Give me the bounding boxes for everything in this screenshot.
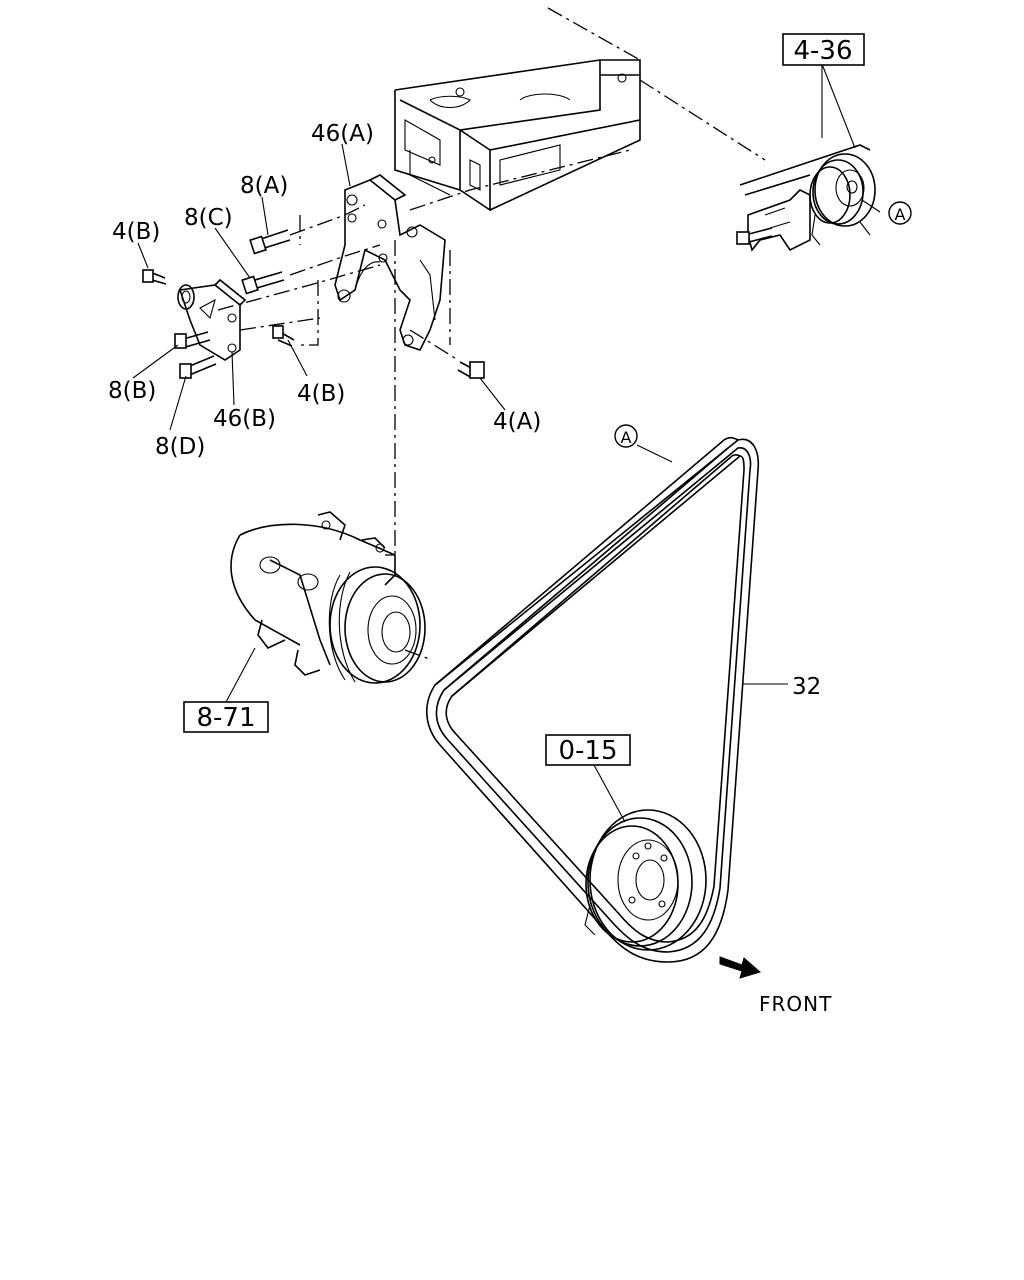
- front-direction-label: FRONT: [759, 992, 832, 1016]
- bolts-drawing: [142, 229, 485, 379]
- bracket-46b-drawing: [177, 278, 247, 361]
- engine-block-drawing: [394, 7, 641, 212]
- part-8d-label: 8(D): [155, 434, 205, 460]
- part-46b-label: 46(B): [213, 406, 276, 432]
- ref-0-15-label: 0-15: [558, 736, 617, 766]
- circle-a-lower-marker: [614, 424, 638, 448]
- circle-a-lower-label: A: [621, 428, 632, 447]
- part-8b-label: 8(B): [108, 378, 156, 404]
- assembly-lines-upper: [217, 79, 766, 556]
- front-arrow-icon: [719, 956, 762, 979]
- part-46a-label: 46(A): [311, 121, 374, 147]
- ref-4-36-label: 4-36: [793, 36, 852, 66]
- crank-pulley-drawing: [584, 809, 707, 951]
- part-32-label: 32: [792, 674, 821, 700]
- part-4b-lower-label: 4(B): [297, 381, 345, 407]
- belt-drawing: [404, 436, 760, 963]
- circle-a-upper-label: A: [895, 205, 906, 224]
- leader-lines: [132, 63, 881, 823]
- part-4b-upper-label: 4(B): [112, 219, 160, 245]
- part-4a-label: 4(A): [493, 409, 541, 435]
- part-8a-label: 8(A): [240, 173, 288, 199]
- ref-8-71-label: 8-71: [196, 703, 255, 733]
- bracket-46a-drawing: [334, 174, 446, 351]
- ref-4-36-box: [782, 33, 865, 66]
- upper-pulley-drawing: [736, 144, 876, 252]
- ref-8-71-box: [183, 701, 269, 733]
- circle-a-upper-marker: [888, 201, 912, 225]
- ref-0-15-box: [545, 734, 631, 766]
- tensioner-drawing: [230, 511, 426, 684]
- part-8c-label: 8(C): [184, 205, 233, 231]
